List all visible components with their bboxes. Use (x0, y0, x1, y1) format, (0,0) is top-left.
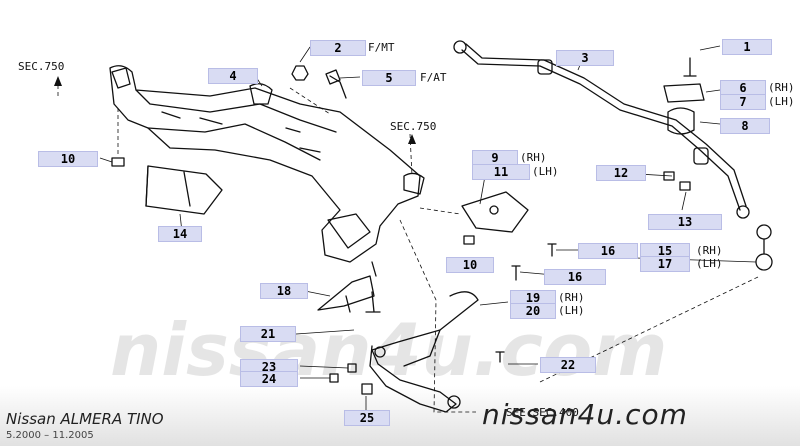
callout-20[interactable]: 20 (510, 303, 556, 319)
stabilizer-clamp (663, 57, 705, 135)
callout-21[interactable]: 21 (240, 326, 296, 342)
callout-22[interactable]: 22 (540, 357, 596, 373)
watermark: nissan4u.com (110, 308, 668, 392)
fasteners (111, 65, 691, 395)
callout-10-upper[interactable]: 10 (38, 151, 98, 167)
callout-18[interactable]: 18 (260, 283, 308, 299)
callout-25[interactable]: 25 (344, 410, 390, 426)
transverse-link (369, 291, 479, 413)
suspension-member (109, 65, 425, 263)
callout-16-lower[interactable]: 16 (544, 269, 606, 285)
gusset (461, 191, 529, 233)
suffix-f-at: F/AT (420, 71, 447, 84)
sec-750-right-label[interactable]: SEC.750 (390, 120, 437, 133)
suffix-lh-20: (LH) (558, 304, 585, 317)
callout-5[interactable]: 5 (362, 70, 416, 86)
callout-7[interactable]: 7 (720, 94, 766, 110)
side-bracket (145, 165, 223, 215)
link-bracket (317, 261, 381, 313)
callout-8[interactable]: 8 (720, 118, 770, 134)
stabilizer-bar (453, 40, 750, 219)
callout-15[interactable]: 15 (640, 243, 690, 259)
callout-11[interactable]: 11 (472, 164, 530, 180)
production-years: 5.2000 – 11.2005 (6, 430, 94, 441)
model-title: Nissan ALMERA TINO (6, 410, 164, 428)
suffix-lh-7: (LH) (768, 95, 795, 108)
suffix-lh-17: (LH) (696, 257, 723, 270)
callout-3[interactable]: 3 (556, 50, 614, 66)
suffix-rh-6: (RH) (768, 81, 795, 94)
callout-17[interactable]: 17 (640, 256, 690, 272)
callout-16-upper[interactable]: 16 (578, 243, 638, 259)
callout-4[interactable]: 4 (208, 68, 258, 84)
see-sec-400-label[interactable]: SEE SEC.400 (506, 406, 579, 419)
brand-logo-text: nissan4u.com (482, 398, 688, 431)
callout-1[interactable]: 1 (722, 39, 772, 55)
suffix-f-mt: F/MT (368, 41, 395, 54)
connecting-rod (755, 224, 773, 271)
footer-gradient (0, 386, 800, 446)
suffix-rh-15: (RH) (696, 244, 723, 257)
callout-12[interactable]: 12 (596, 165, 646, 181)
callout-14[interactable]: 14 (158, 226, 202, 242)
callout-13[interactable]: 13 (648, 214, 722, 230)
callout-2[interactable]: 2 (310, 40, 366, 56)
callout-10-lower[interactable]: 10 (446, 257, 494, 273)
suffix-rh-19: (RH) (558, 291, 585, 304)
arrows (54, 76, 416, 144)
dashed-leaders (57, 86, 761, 413)
callout-24[interactable]: 24 (240, 371, 298, 387)
suffix-rh-9: (RH) (520, 151, 547, 164)
sec-750-left-label[interactable]: SEC.750 (18, 60, 65, 73)
suffix-lh-11: (LH) (532, 165, 559, 178)
